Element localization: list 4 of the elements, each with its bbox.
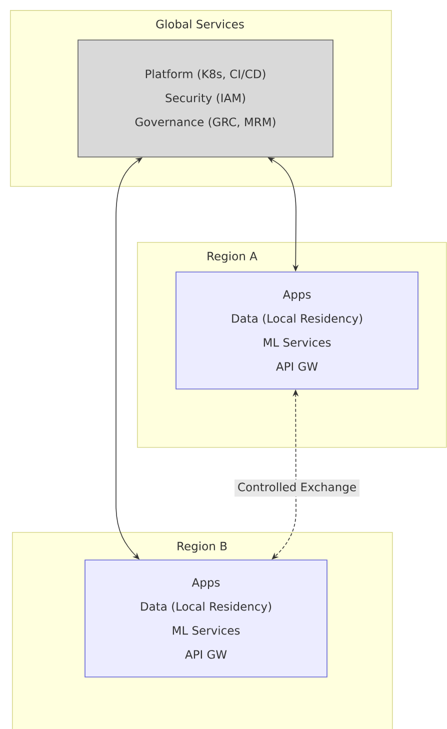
service-box: Apps Data (Local Residency) ML Services API GW (176, 272, 418, 390)
service-box: Platform (K8s, CI/CD) Security (IAM) Governance (GRC, MRM) (78, 40, 334, 158)
service-box: Apps Data (Local Residency) ML Services API GW (84, 560, 328, 678)
edge-label: Controlled Exchange (234, 479, 360, 497)
